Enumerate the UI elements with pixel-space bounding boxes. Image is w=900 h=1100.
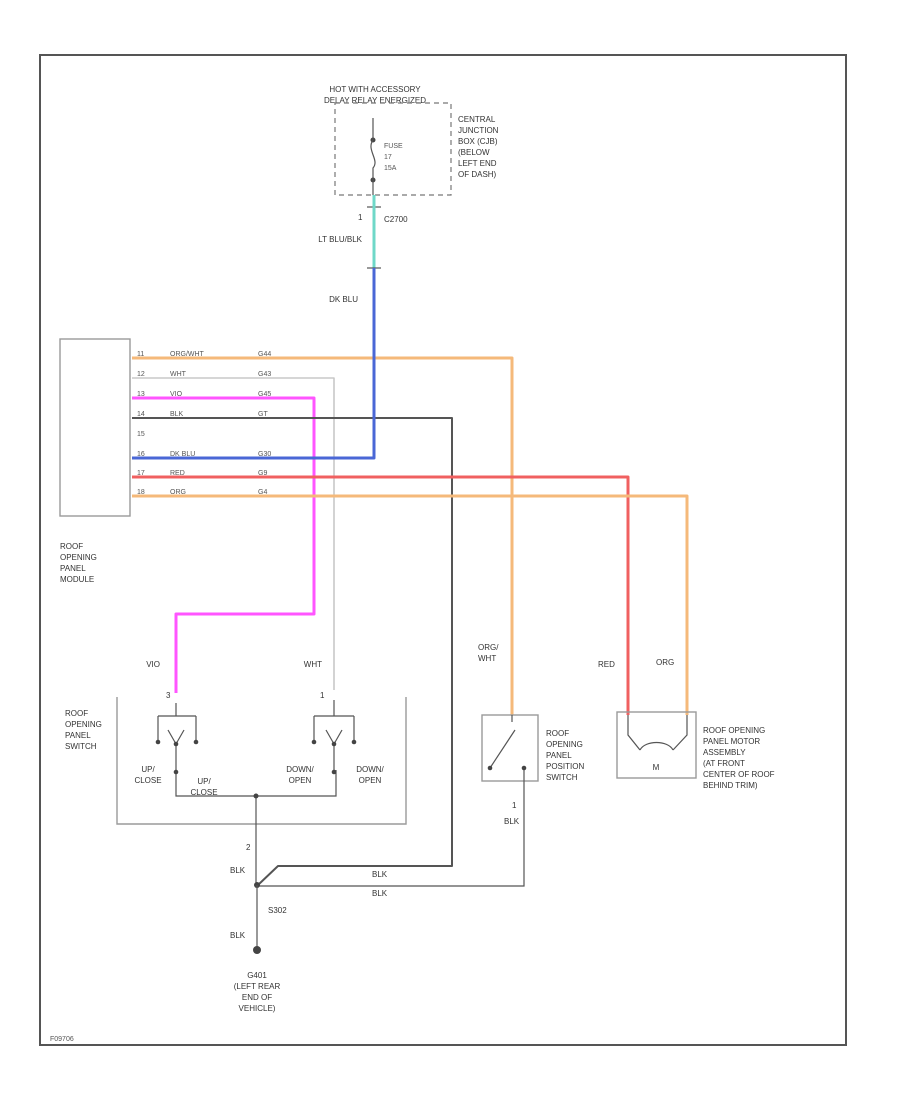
switch-housing bbox=[116, 697, 407, 825]
module-pin-circuit: G44 bbox=[258, 351, 271, 358]
wire-label-dk-blu: DK BLU bbox=[329, 295, 358, 304]
contact-dot bbox=[173, 769, 179, 775]
motor-wire-label-org: ORG bbox=[656, 658, 674, 667]
contact-dot bbox=[351, 739, 357, 745]
module-pin-wire-color: ORG/WHT bbox=[170, 351, 205, 358]
module-pin-circuit: G45 bbox=[258, 391, 271, 398]
module-pin-list: 11 ORG/WHT G44 12 WHT G43 13 VIO G45 14 BLK GT 15 16 D… bbox=[137, 351, 271, 496]
wire-blk-module bbox=[132, 417, 453, 886]
position-switch-box bbox=[481, 714, 539, 782]
c2700-connector: C2700 bbox=[384, 215, 408, 224]
switch-pin-right: 1 bbox=[320, 691, 325, 700]
ground-wire-label-b: BLK bbox=[372, 889, 388, 898]
fuse-icon bbox=[370, 118, 376, 195]
contact-dot bbox=[521, 765, 527, 771]
module-pin-wire-color: DK BLU bbox=[170, 451, 195, 458]
module-pin-circuit: G9 bbox=[258, 470, 267, 477]
motor-assembly-box bbox=[616, 711, 697, 779]
motor-symbol: M bbox=[653, 763, 660, 772]
module-pin-number: 17 bbox=[137, 470, 145, 477]
c2700-pin: 1 bbox=[358, 213, 363, 222]
module-pin-number: 11 bbox=[137, 351, 144, 358]
switch-pin-left: 3 bbox=[166, 691, 171, 700]
module-pin-circuit: G30 bbox=[258, 451, 271, 458]
switch-contact-right bbox=[313, 700, 355, 772]
module-pin-number: 15 bbox=[137, 431, 145, 438]
ground-g401-icon bbox=[253, 946, 261, 954]
switch-ground-node bbox=[253, 793, 259, 799]
contact-dot bbox=[173, 741, 179, 747]
switch-pos-down-open-d: DOWN/OPEN bbox=[356, 765, 384, 785]
diagram-frame bbox=[39, 54, 847, 1046]
ground-bottom-wire-label: BLK bbox=[230, 931, 246, 940]
cjb-box bbox=[334, 102, 452, 196]
contact-dot bbox=[487, 765, 493, 771]
module-pin-number: 14 bbox=[137, 411, 145, 418]
wire-red bbox=[132, 475, 630, 715]
wire-org-wht bbox=[132, 356, 514, 715]
contact-dot bbox=[155, 739, 161, 745]
ground-splice-label: S302 bbox=[268, 906, 287, 915]
module-pin-wire-color: ORG bbox=[170, 489, 186, 496]
figure-id: F09706 bbox=[50, 1036, 74, 1043]
contact-dot bbox=[193, 739, 199, 745]
module-pin-number: 18 bbox=[137, 489, 145, 496]
module-pin-number: 16 bbox=[137, 451, 145, 458]
position-switch-wire-label: ORG/WHT bbox=[478, 643, 499, 663]
switch-pos-up-close-b: UP/CLOSE bbox=[190, 777, 217, 797]
switch-pos-up-close-a: UP/CLOSE bbox=[134, 765, 161, 785]
position-switch-ground-wire: BLK bbox=[504, 817, 520, 826]
module-pin-circuit: G43 bbox=[258, 371, 271, 378]
roof-opening-panel-module bbox=[59, 338, 131, 517]
wire-org bbox=[132, 494, 689, 715]
switch-wire-label-left: VIO bbox=[146, 660, 160, 669]
contact-dot bbox=[311, 739, 317, 745]
switch-wire-label-right: WHT bbox=[304, 660, 322, 669]
module-pin-wire-color: RED bbox=[170, 470, 185, 477]
position-switch-contact bbox=[258, 715, 525, 887]
module-pin-number: 13 bbox=[137, 391, 145, 398]
module-pin-wire-color: BLK bbox=[170, 411, 184, 418]
motor-wire-label-red: RED bbox=[598, 660, 615, 669]
module-pin-wire-color: VIO bbox=[170, 391, 183, 398]
wire-wht bbox=[132, 377, 335, 690]
switch-pos-down-open-c: DOWN/OPEN bbox=[286, 765, 314, 785]
switch-ground-pin: 2 bbox=[246, 843, 251, 852]
contact-dot bbox=[331, 741, 337, 747]
position-switch-ground-pin: 1 bbox=[512, 801, 517, 810]
contact-dot bbox=[331, 769, 337, 775]
wire-dk-blu bbox=[132, 268, 376, 460]
module-pin-number: 12 bbox=[137, 371, 145, 378]
wire-label-lt-blu-blk: LT BLU/BLK bbox=[318, 235, 362, 244]
ground-wire-label-a: BLK bbox=[372, 870, 388, 879]
module-pin-circuit: GT bbox=[258, 411, 268, 418]
module-pin-circuit: G4 bbox=[258, 489, 267, 496]
module-pin-wire-color: WHT bbox=[170, 371, 187, 378]
switch-contact-left bbox=[157, 703, 337, 797]
wire-vio bbox=[132, 396, 316, 693]
motor-windings bbox=[627, 715, 688, 751]
switch-ground-wire: BLK bbox=[230, 866, 246, 875]
